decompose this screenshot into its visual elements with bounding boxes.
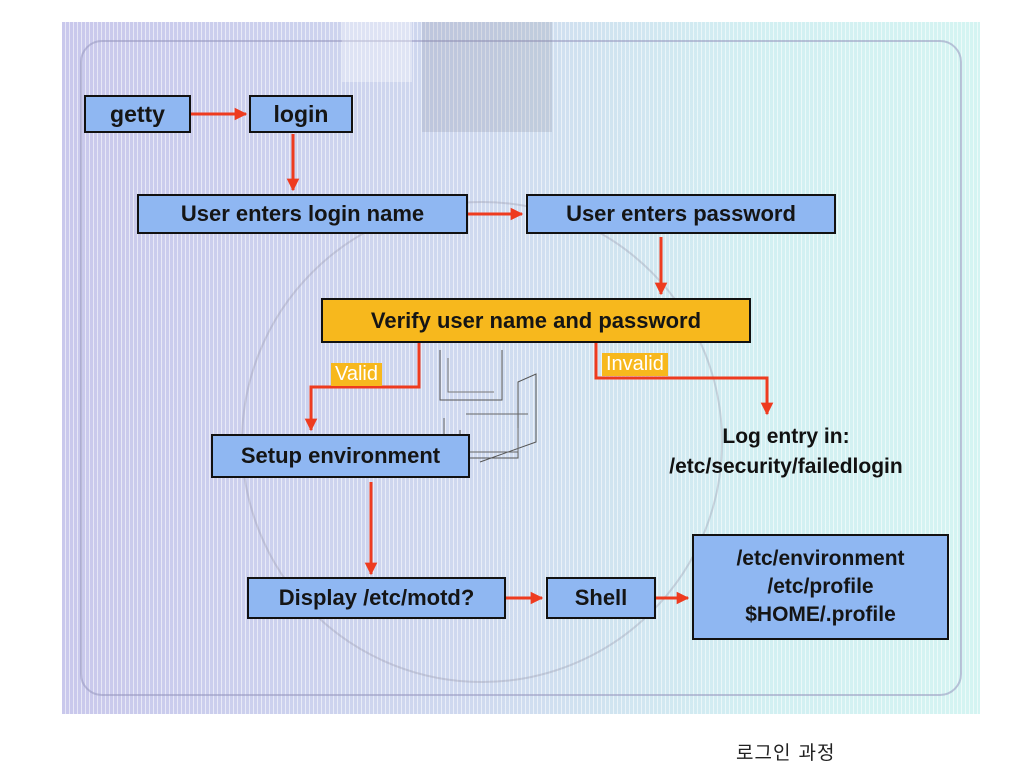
node-user-enters-password: User enters password [526, 194, 836, 234]
slide-background [62, 22, 980, 714]
log-entry-line-1: Log entry in: [722, 425, 850, 448]
slide-frame [80, 40, 962, 696]
node-log-entry: Log entry in: /etc/security/failedlogin [630, 422, 942, 482]
arrow-verify-valid-to-setup [304, 343, 421, 432]
log-entry-line-2: /etc/security/failedlogin [669, 455, 903, 478]
node-display-motd: Display /etc/motd? [247, 577, 506, 619]
edge-label-valid: Valid [331, 363, 382, 386]
deco-panel [422, 22, 552, 132]
node-verify-user-name-and-password: Verify user name and password [321, 298, 751, 343]
deco-wireframe-b [447, 358, 494, 393]
node-getty: getty [84, 95, 191, 133]
profile-file-etc-environment: /etc/environment [736, 547, 905, 570]
deco-panel-light [342, 22, 412, 82]
arrow-verify-invalid-to-log [594, 343, 774, 416]
node-login: login [249, 95, 353, 133]
profile-file-home-profile: $HOME/.profile [745, 603, 896, 626]
node-shell: Shell [546, 577, 656, 619]
node-profile-files: /etc/environment /etc/profile $HOME/.pro… [692, 534, 949, 640]
profile-file-etc-profile: /etc/profile [767, 575, 874, 598]
deco-wireframe-a [439, 350, 503, 401]
node-user-enters-login-name: User enters login name [137, 194, 468, 234]
node-setup-environment: Setup environment [211, 434, 470, 478]
edge-label-invalid: Invalid [602, 353, 668, 376]
figure-caption: 로그인 과정 [736, 742, 836, 764]
